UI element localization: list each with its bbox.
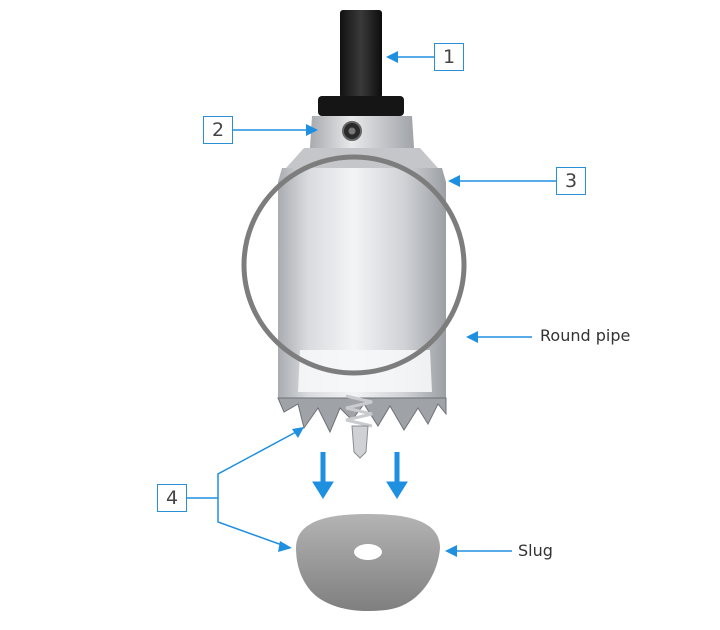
adapter-collar bbox=[310, 116, 414, 148]
arrowhead-3 bbox=[448, 175, 460, 187]
arrowhead-4b bbox=[278, 541, 292, 552]
slug bbox=[296, 514, 440, 612]
callout-4: 4 bbox=[157, 484, 187, 512]
arrowhead-1 bbox=[386, 51, 398, 63]
arrowhead-2 bbox=[306, 124, 318, 136]
arrowhead-slug bbox=[445, 545, 457, 557]
pilot-drill bbox=[351, 425, 369, 459]
shank-ring bbox=[318, 96, 404, 116]
round-pipe-ring bbox=[241, 154, 467, 376]
label-slug: Slug bbox=[518, 541, 553, 560]
shank bbox=[340, 10, 382, 98]
callout-1: 1 bbox=[434, 43, 464, 71]
set-screw-hex bbox=[348, 127, 356, 135]
drop-arrow-left-head bbox=[312, 481, 334, 499]
arrowhead-round-pipe bbox=[466, 331, 478, 343]
ejector-spring bbox=[345, 394, 373, 428]
cutter-body bbox=[278, 168, 446, 398]
drop-arrow-right-head bbox=[386, 481, 408, 499]
callout-2: 2 bbox=[203, 116, 233, 144]
leader-line-4b bbox=[217, 498, 283, 546]
callout-3: 3 bbox=[556, 167, 586, 195]
slug-hole bbox=[354, 544, 382, 560]
arrowhead-4a bbox=[292, 427, 304, 438]
leader-line-4 bbox=[186, 431, 297, 499]
label-round-pipe: Round pipe bbox=[540, 326, 631, 345]
